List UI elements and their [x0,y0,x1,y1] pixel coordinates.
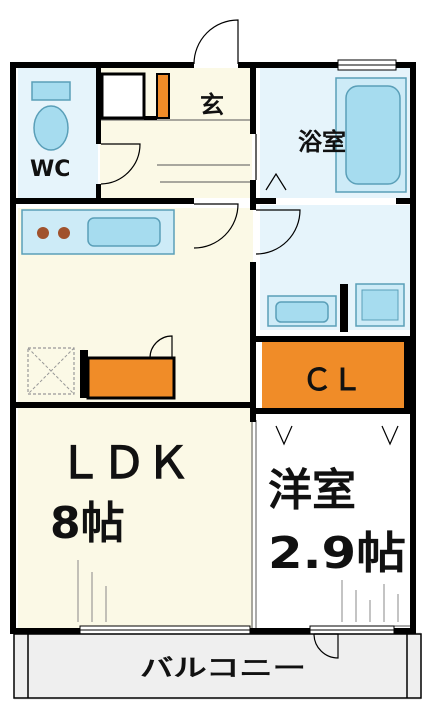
balcony-floor [14,632,421,700]
windows [79,59,397,635]
ldk-storage [86,356,176,400]
entrance-shelf [156,73,170,119]
entrance-label: 玄 [200,91,224,119]
bathroom-label: 浴室 [298,128,346,156]
western-room-label: 洋室 [268,465,356,516]
toilet-fixture [31,81,71,151]
ldk-label: ＬＤＫ [58,438,190,489]
door-swings [100,19,399,659]
fridge-space [27,347,75,395]
toilet-label: WC [30,157,70,182]
floor-hatch [77,560,399,622]
western-room-floor [260,412,410,632]
western-room-size: 2.9帖 [268,528,406,579]
wash-basin [267,295,337,327]
ldk-size: 8帖 [50,498,125,549]
kitchen-counter [21,209,175,255]
closet-label: ＣＬ [302,363,362,398]
shoe-box [100,72,146,120]
ldk-floor [18,208,253,632]
walls [10,62,416,634]
balcony-rail [13,633,422,699]
closet-fill [262,342,410,412]
balcony-label: バルコニー [140,654,306,682]
bathtub [335,77,407,193]
washing-machine-pan [355,283,405,327]
